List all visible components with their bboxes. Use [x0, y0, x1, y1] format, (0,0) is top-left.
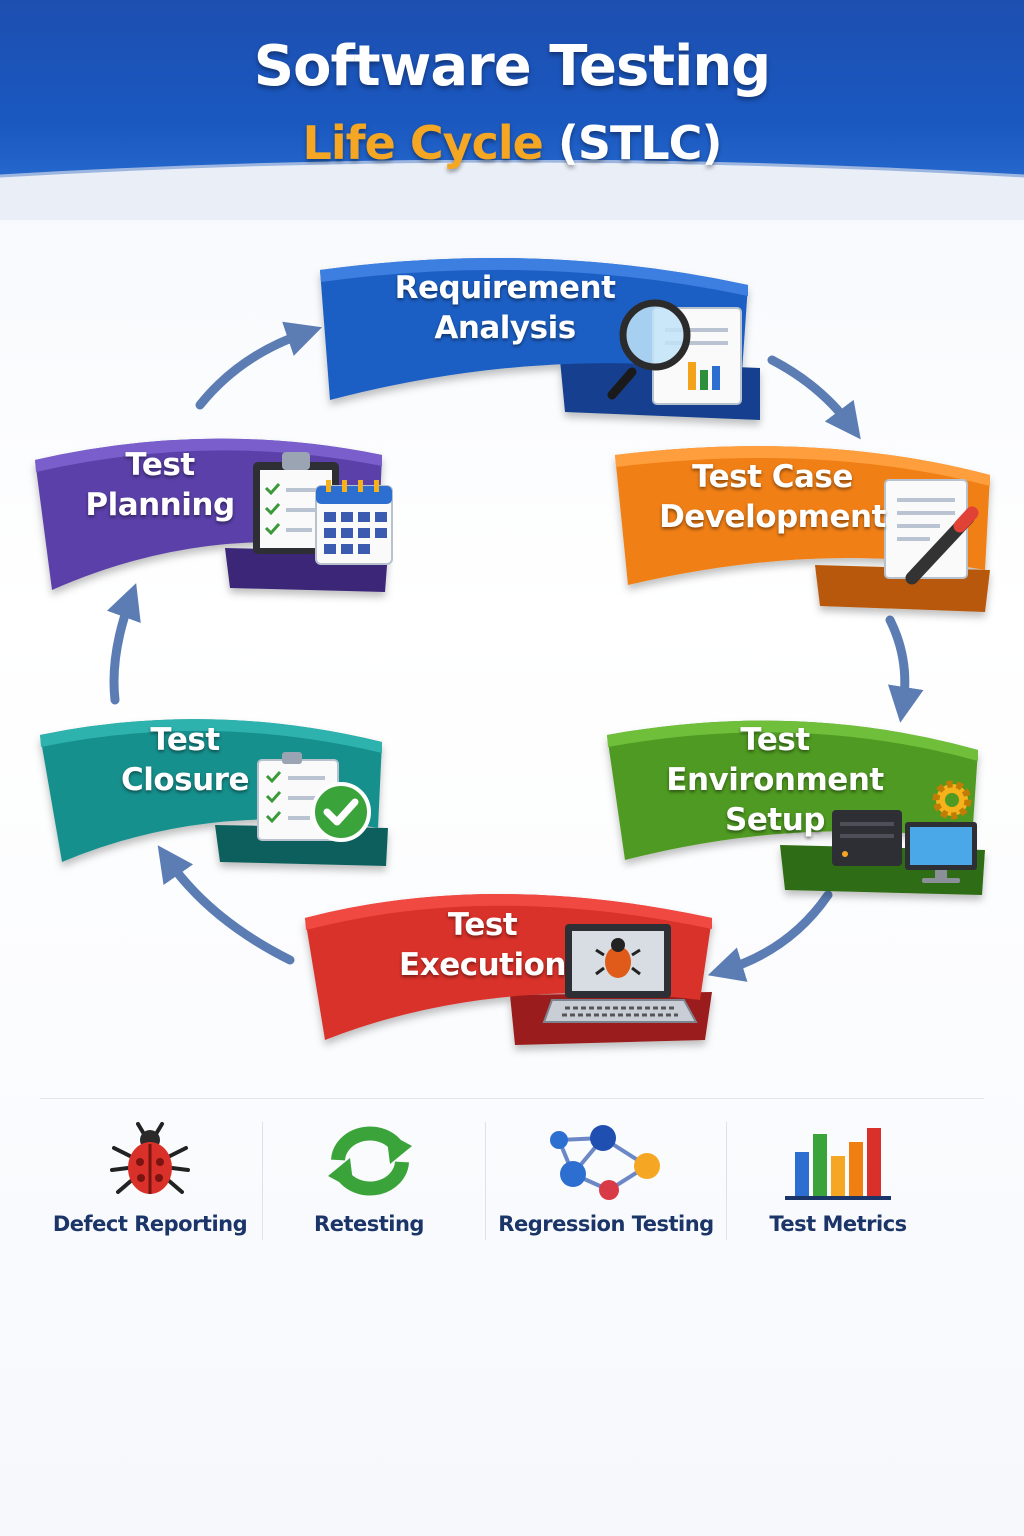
clipboard-calendar-icon [253, 452, 393, 565]
stage-label-test-environment-setup: Test Environment Setup [630, 720, 920, 840]
stage-label-line1: Requirement [394, 270, 616, 306]
stage-label-test-planning: Test Planning [70, 445, 250, 525]
stlc-cycle-diagram [35, 258, 990, 1045]
cycle-arrow-4 [707, 890, 833, 982]
stage-label-line2: Development [659, 499, 886, 535]
feature-separator [726, 1122, 727, 1240]
stage-label-line1: Test [447, 907, 518, 943]
page-title: Software Testing [253, 34, 772, 99]
header-curve [0, 160, 1024, 220]
cycle-arrow-1 [195, 321, 323, 410]
checklist-checkmark-icon [257, 752, 371, 842]
feature-separator [262, 1122, 263, 1240]
laptop-bug-icon [542, 924, 698, 1023]
stage-label-requirement-analysis: Requirement Analysis [375, 268, 635, 348]
computer-gear-icon [832, 780, 977, 883]
stage-label-line2: Planning [85, 487, 235, 523]
feature-label-test-metrics: Test Metrics [769, 1212, 907, 1236]
bar-chart-icon [785, 1128, 891, 1200]
stage-label-test-closure: Test Closure [95, 720, 275, 800]
cycle-arrow-6 [106, 583, 141, 705]
header-banner: Software Testing Life Cycle (STLC) [0, 0, 1024, 220]
feature-divider [40, 1098, 984, 1099]
stage-label-line1: Test [125, 447, 195, 483]
cycle-arrow-2 [767, 355, 861, 440]
feature-label-defect-reporting: Defect Reporting [52, 1212, 248, 1236]
document-pencil-icon [884, 479, 979, 585]
refresh-arrows-icon [328, 1126, 412, 1196]
stage-label-test-execution: Test Execution [380, 905, 585, 985]
page-subtitle: Life Cycle (STLC) [0, 116, 1024, 170]
stage-label-line1: Test [150, 722, 220, 758]
stage-label-line2: Execution [399, 947, 566, 983]
magnifier-document-icon [607, 299, 742, 405]
subtitle-accent: Life Cycle [302, 116, 544, 170]
feature-label-retesting: Retesting [314, 1212, 424, 1236]
stage-label-line1: Test [740, 722, 810, 758]
stage-label-line2: Closure [120, 762, 250, 798]
stage-label-line2: Analysis [434, 310, 576, 346]
stage-label-line2: Environment Setup [666, 762, 884, 838]
stage-label-test-case-development: Test Case Development [650, 457, 895, 537]
feature-label-regression-testing: Regression Testing [498, 1212, 714, 1236]
feature-separator [485, 1122, 486, 1240]
cycle-arrow-3 [885, 615, 924, 723]
network-nodes-icon [550, 1125, 660, 1200]
cycle-arrow-5 [157, 845, 295, 965]
subtitle-plain: (STLC) [557, 116, 723, 170]
stage-label-line1: Test Case [692, 459, 853, 495]
bug-icon [110, 1122, 190, 1194]
